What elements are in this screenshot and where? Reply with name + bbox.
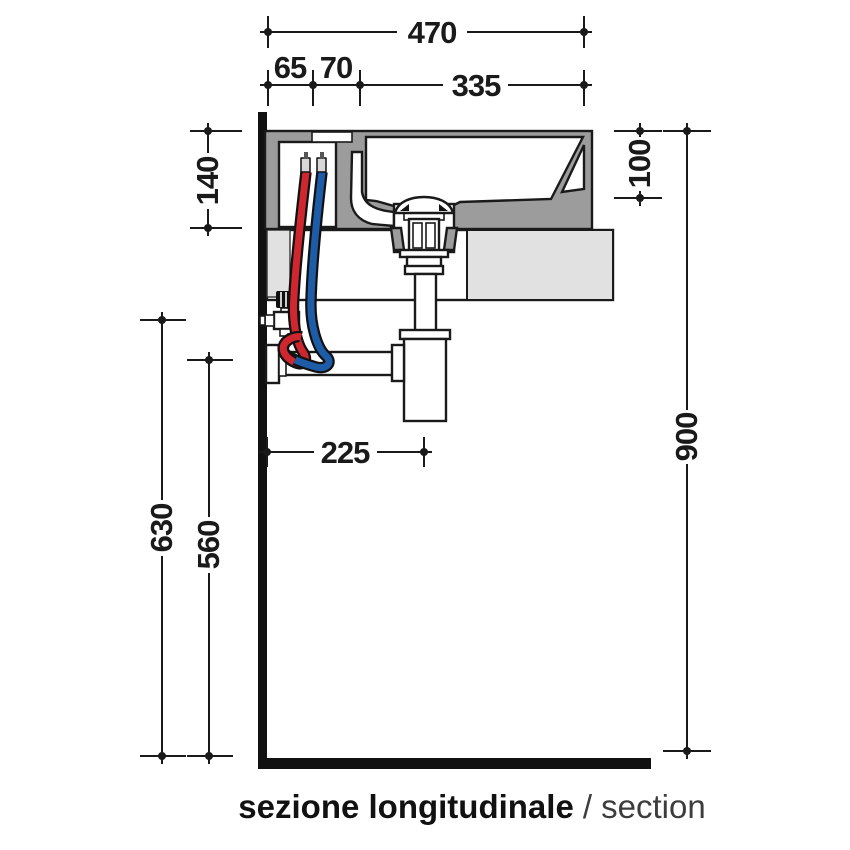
- hot-hose-connector: [300, 157, 311, 173]
- caption-italian: sezione longitudinale: [238, 788, 574, 825]
- dim-560-label: 560: [191, 521, 226, 570]
- trap-inlet-nut: [390, 343, 406, 383]
- countertop-section-slab: [466, 229, 614, 301]
- wall-floor-structure: [258, 112, 651, 769]
- dome-arrow-left: [400, 204, 409, 211]
- floor-bar: [258, 758, 651, 769]
- dim-overall-height: 900: [663, 123, 711, 759]
- dim-70-label: 70: [320, 50, 352, 85]
- valve-wall-cap: [259, 315, 266, 326]
- tap-hole-notch: [311, 131, 353, 143]
- right-wall-cutout: [559, 144, 586, 194]
- dim-100-label: 100: [622, 140, 657, 189]
- dim-body-height: 140: [190, 123, 242, 236]
- dim-630-label: 630: [144, 504, 179, 553]
- valve-wall-outlet: [264, 314, 275, 327]
- caption-english: / section: [583, 788, 706, 825]
- wall-bar: [258, 112, 267, 769]
- hot-hose-pin: [304, 152, 308, 159]
- cold-hose-connector: [316, 157, 327, 173]
- trap-body: [402, 337, 448, 423]
- dome-arrow-right: [439, 204, 448, 211]
- wall-flange: [264, 343, 281, 385]
- cold-hose: [279, 171, 333, 372]
- hot-hose-return: [279, 333, 303, 366]
- pocket-wall-left: [389, 226, 406, 252]
- wall-bracket-section: [266, 229, 291, 298]
- tail-pipe: [413, 272, 438, 333]
- waste-window-left: [412, 222, 423, 249]
- waste-window-right: [425, 222, 436, 249]
- tailpiece-nut: [403, 264, 445, 276]
- supply-hoses: [277, 152, 335, 374]
- pocket-wall-right: [442, 226, 459, 252]
- dim-900-label: 900: [669, 413, 704, 462]
- basin-interior: [364, 135, 585, 208]
- dim-overall-width: 470: [260, 15, 592, 50]
- dim-225-label: 225: [321, 435, 370, 470]
- dim-470-label: 470: [408, 15, 457, 50]
- dim-inner-depth: 100: [614, 123, 662, 206]
- drawing-caption: sezione longitudinale/ section: [238, 788, 705, 825]
- dim-65-label: 65: [274, 50, 307, 85]
- bottle-trap: [398, 248, 452, 423]
- dim-140-label: 140: [190, 157, 225, 206]
- dim-335-label: 335: [452, 68, 501, 103]
- popup-dome-cap: [393, 195, 455, 215]
- popup-waste: [393, 195, 455, 254]
- dim-trap-distance: 225: [259, 435, 432, 470]
- trap-cap: [398, 328, 452, 341]
- dim-supply-height: 630: [140, 312, 186, 764]
- dim-waste-height: 560: [187, 352, 233, 764]
- dim-hole-offsets: 65 70 335: [260, 50, 592, 106]
- cold-hose-pin: [320, 152, 324, 159]
